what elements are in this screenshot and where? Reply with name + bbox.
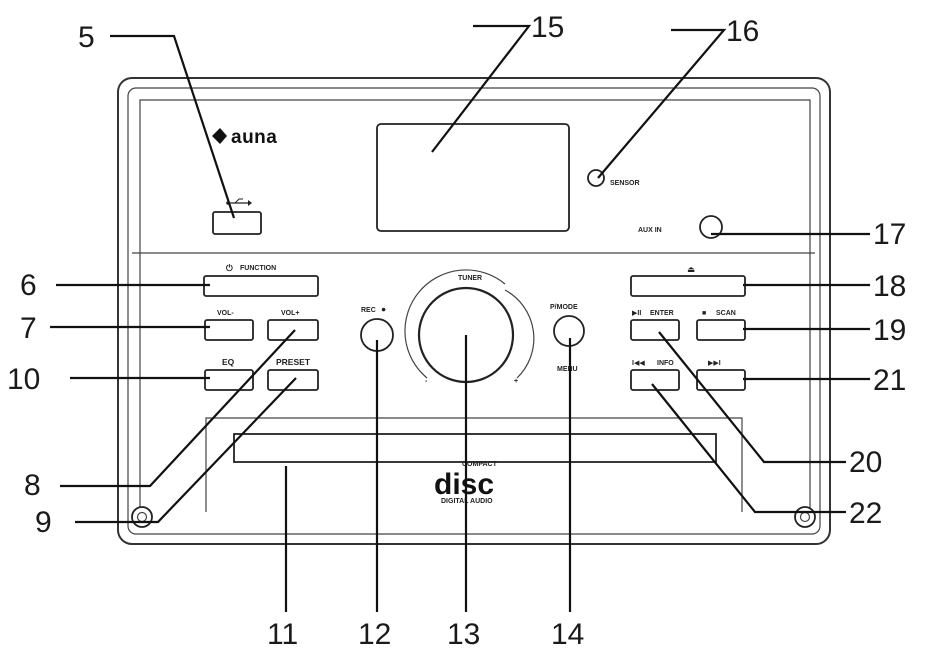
tuner-arc-left [404, 269, 506, 379]
rec-dot-icon: ● [381, 304, 386, 314]
vol-up-button[interactable]: VOL+ [267, 310, 319, 341]
aux-in-jack[interactable]: AUX IN [638, 215, 723, 239]
leader-15 [431, 24, 532, 153]
eq-label: EQ [222, 357, 235, 367]
cd-tray [205, 417, 743, 512]
leader-16 [597, 28, 727, 179]
screw-right [794, 506, 816, 528]
preset-button[interactable]: PRESET [267, 357, 319, 391]
callout-17: 17 [873, 218, 906, 251]
callout-22: 22 [849, 497, 882, 530]
callout-13: 13 [447, 618, 480, 651]
prev-info-button[interactable]: I◀◀ INFO [630, 360, 680, 391]
callout-14: 14 [551, 618, 584, 651]
enter-button[interactable]: ▶II ENTER [630, 310, 680, 341]
vol-down-button[interactable]: VOL- [204, 310, 254, 341]
aux-in-label: AUX IN [638, 227, 662, 234]
play-pause-icon: ▶II [632, 310, 641, 317]
tuner-knob[interactable]: TUNER - + [404, 269, 535, 385]
callout-5: 5 [78, 21, 95, 54]
sensor-label: SENSOR [610, 180, 640, 187]
brand-logo-icon [212, 128, 227, 144]
callout-8: 8 [24, 469, 41, 502]
brand-logo: auna [212, 127, 277, 148]
callout-numbers: 5 15 16 17 6 18 7 19 10 21 8 9 20 22 11 … [7, 11, 906, 651]
leader-8 [60, 329, 296, 488]
leader-5 [110, 34, 236, 219]
callout-7: 7 [20, 312, 37, 345]
cd-slot[interactable] [233, 433, 717, 463]
menu-label: MENU [557, 366, 578, 373]
next-button[interactable]: ▶▶I [696, 360, 746, 391]
brand-name: auna [231, 127, 277, 148]
tuner-minus-label: - [425, 378, 428, 385]
power-icon: ⏻ [226, 263, 234, 273]
leader-20 [658, 331, 846, 464]
tuner-arc-right [504, 289, 535, 379]
callout-15: 15 [531, 11, 564, 44]
remote-sensor: SENSOR [587, 169, 640, 187]
tuner-label: TUNER [458, 275, 482, 282]
vol-down-label: VOL- [217, 310, 234, 317]
leader-9 [75, 377, 297, 524]
info-label: INFO [657, 360, 674, 367]
eq-button[interactable]: EQ [204, 357, 254, 391]
callout-6: 6 [20, 269, 37, 302]
callout-9: 9 [35, 506, 52, 539]
lcd-display [376, 123, 570, 232]
function-label: FUNCTION [240, 265, 276, 272]
function-button[interactable]: ⏻ FUNCTION [203, 263, 319, 297]
next-icon: ▶▶I [708, 360, 721, 367]
preset-label: PRESET [276, 357, 311, 367]
callout-21: 21 [873, 364, 906, 397]
callout-12: 12 [358, 618, 391, 651]
pmode-label: P/MODE [550, 304, 578, 311]
pmode-menu-button[interactable]: P/MODE MENU [550, 304, 585, 373]
vol-up-label: VOL+ [281, 310, 299, 317]
leader-lines [50, 24, 870, 612]
eject-icon: ⏏ [687, 264, 695, 274]
callout-19: 19 [873, 314, 906, 347]
callout-20: 20 [849, 446, 882, 479]
scan-label: SCAN [716, 310, 736, 317]
enter-label: ENTER [650, 310, 674, 317]
prev-icon: I◀◀ [632, 360, 645, 367]
scan-button[interactable]: ■ SCAN [696, 310, 746, 341]
device-housing [117, 77, 831, 545]
callout-16: 16 [726, 15, 759, 48]
eject-button[interactable]: ⏏ [630, 264, 746, 297]
tuner-plus-label: + [514, 378, 518, 385]
stop-icon: ■ [702, 310, 706, 317]
screw-left [131, 506, 153, 528]
usb-port[interactable] [212, 198, 262, 235]
leader-22 [651, 383, 846, 514]
compact-label: COMPACT [462, 461, 498, 468]
rec-label: REC [361, 307, 376, 314]
callout-10: 10 [7, 363, 40, 396]
callout-18: 18 [873, 270, 906, 303]
disc-logo-text: disc [434, 468, 494, 501]
callout-11: 11 [267, 618, 298, 651]
